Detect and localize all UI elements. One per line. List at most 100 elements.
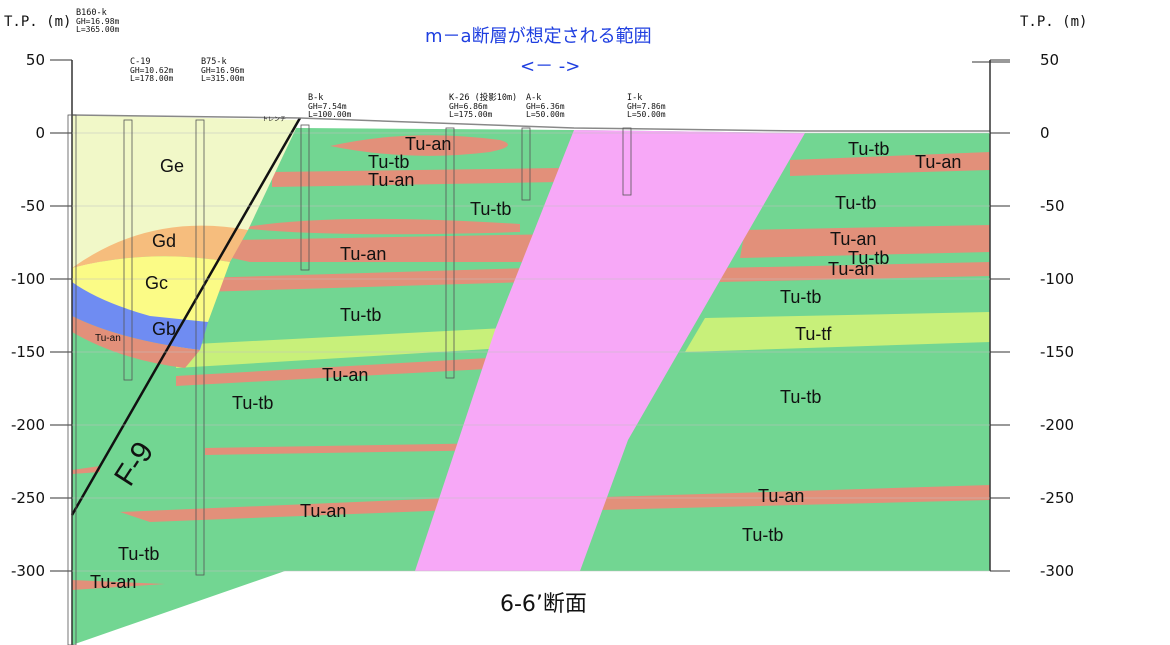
borehole-annotations: B160-kGH=16.98mL=365.00mC-19GH=10.62mL=1… — [67, 8, 666, 645]
borehole-column — [195, 119, 205, 576]
borehole-ground-height: GH=7.86m — [627, 102, 666, 111]
left-tick-label: 0 — [35, 124, 45, 142]
tu-an-lens-mid — [240, 218, 520, 235]
unit-labels: GeGdGcGbTu-anTu-tbTu-anTu-tbTu-anTu-tbTu… — [90, 134, 961, 592]
borehole-ground-height: GH=16.98m — [76, 17, 120, 26]
unit-label-tu-tb: Tu-tb — [368, 152, 409, 172]
borehole-length: L=175.00m — [449, 110, 493, 119]
borehole-length: L=178.00m — [130, 74, 174, 83]
borehole-ground-height: GH=6.86m — [449, 102, 488, 111]
unit-label-tu-tb: Tu-tb — [848, 248, 889, 268]
tu-an-lens-top — [330, 135, 508, 156]
fault-line-f9 — [70, 117, 302, 516]
borehole-column — [445, 127, 455, 379]
borehole-column — [622, 127, 632, 196]
tu-an-band-deep-right — [600, 485, 990, 510]
tu-tf-band-right — [685, 312, 990, 352]
unit-label-tu-an: Tu-an — [322, 365, 368, 385]
unit-label-tu-tb: Tu-tb — [780, 387, 821, 407]
fault-range-label: m－a断層が想定される範囲 — [425, 26, 652, 47]
borehole-column — [300, 124, 310, 271]
borehole-name: I-k — [627, 93, 642, 103]
unit-label-tu-tb: Tu-tb — [742, 525, 783, 545]
unit-label-gb: Gb — [152, 319, 176, 339]
right-axis-title: T.P. (m) — [1020, 14, 1087, 30]
borehole-name: B75-k — [201, 57, 227, 67]
tu-tf-band-left — [176, 328, 505, 368]
unit-label-tu-tf: Tu-tf — [795, 324, 832, 344]
unit-label-tu-an: Tu-an — [340, 244, 386, 264]
ground-surface — [71, 114, 990, 132]
tu-an-lens-deep-left-small — [72, 466, 100, 474]
trench-label: トレンチ — [262, 116, 286, 123]
borehole-ground-height: GH=6.36m — [526, 102, 565, 111]
borehole-ground-height: GH=10.62m — [130, 66, 174, 75]
fault-range-arrow: <－ -> — [520, 56, 580, 77]
tu-an-band-lower-left — [200, 268, 530, 292]
m-a-fault-zone — [415, 130, 805, 571]
right-tick-label: -50 — [1040, 197, 1065, 215]
tu-an-band-right-3 — [720, 262, 990, 282]
borehole-length: L=365.00m — [76, 25, 120, 34]
unit-label-tu-an: Tu-an — [90, 572, 136, 592]
right-tick-label: -250 — [1040, 489, 1074, 507]
right-tick-label: -100 — [1040, 270, 1074, 288]
tu-an-band-left — [176, 357, 505, 386]
left-tick-label: -100 — [11, 270, 45, 288]
borehole-name: C-19 — [130, 57, 150, 67]
borehole-column — [521, 127, 531, 201]
unit-label-tu-an: Tu-an — [828, 259, 874, 279]
left-tick-label: -300 — [11, 562, 45, 580]
unit-label-tu-tb: Tu-tb — [835, 193, 876, 213]
borehole-name: B160-k — [76, 8, 107, 18]
unit-label-tu-an: Tu-an — [758, 486, 804, 506]
unit-label-tu-an: Tu-an — [915, 152, 961, 172]
borehole-length: L=50.00m — [526, 110, 565, 119]
unit-label-tu-an: Tu-an — [95, 333, 121, 344]
tu-an-band-right-1 — [790, 152, 990, 176]
borehole-ground-height: GH=7.54m — [308, 102, 347, 111]
unit-label-tu-tb: Tu-tb — [118, 544, 159, 564]
left-tick-label: -150 — [11, 343, 45, 361]
tu-an-lens-bottom-left — [72, 580, 165, 590]
unit-label-tu-tb: Tu-tb — [340, 305, 381, 325]
left-tick-label: -250 — [11, 489, 45, 507]
left-tick-label: -200 — [11, 416, 45, 434]
tu-an-band-upper — [272, 168, 560, 187]
unit-label-tu-an: Tu-an — [405, 134, 451, 154]
unit-label-tu-an: Tu-an — [830, 229, 876, 249]
borehole-ground-height: GH=16.96m — [201, 66, 245, 75]
right-tick-label: -200 — [1040, 416, 1074, 434]
right-tick-label: 0 — [1040, 124, 1050, 142]
section-title: 6-6’断面 — [500, 592, 587, 617]
unit-label-tu-an: Tu-an — [300, 501, 346, 521]
borehole-length: L=315.00m — [201, 74, 245, 83]
unit-label-tu-tb: Tu-tb — [470, 199, 511, 219]
borehole-column — [123, 119, 133, 381]
right-tick-label: -300 — [1040, 562, 1074, 580]
unit-label-gc: Gc — [145, 273, 168, 293]
borehole-length: L=100.00m — [308, 110, 352, 119]
borehole-length: L=50.00m — [627, 110, 666, 119]
tu-an-g-lens — [72, 316, 200, 368]
borehole-name: A-k — [526, 93, 541, 103]
unit-label-tu-tb: Tu-tb — [848, 139, 889, 159]
gb-unit — [72, 282, 208, 350]
borehole-column — [67, 114, 77, 645]
left-tick-label: -50 — [21, 197, 46, 215]
unit-label-tu-tb: Tu-tb — [232, 393, 273, 413]
borehole-name: B-k — [308, 93, 323, 103]
left-tick-label: 50 — [26, 51, 45, 69]
unit-label-gd: Gd — [152, 231, 176, 251]
tu-an-band-deep-left — [205, 443, 500, 455]
unit-label-tu-an: Tu-an — [368, 170, 414, 190]
lenses-group — [72, 135, 990, 590]
